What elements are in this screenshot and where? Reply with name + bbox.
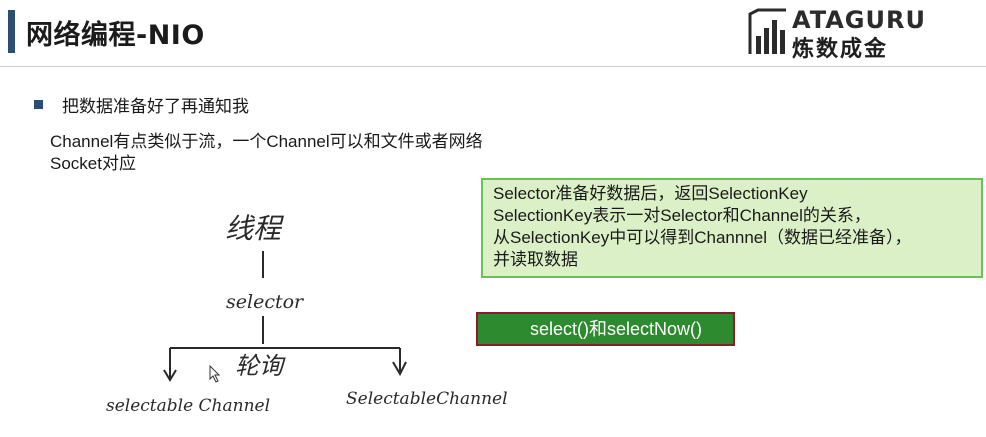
- select-methods-box[interactable]: select()和selectNow(): [476, 312, 735, 346]
- mouse-cursor-icon: [209, 365, 221, 383]
- bullet-heading: 把数据准备好了再通知我: [62, 97, 249, 116]
- diagram-right-channel-label: SelectableChannel: [346, 389, 508, 409]
- diagram-selector-label: selector: [226, 291, 305, 313]
- slide-header: 网络编程-NIO ATAGURU 炼数成金: [0, 0, 986, 68]
- header-divider: [0, 66, 986, 67]
- paragraph-line: Socket对应: [50, 154, 136, 173]
- left-arrow-head-icon: [163, 369, 177, 382]
- callout-line: 并读取数据: [493, 250, 578, 269]
- diagram-thread-label: 线程: [225, 212, 284, 245]
- ataguru-logo: ATAGURU 炼数成金: [748, 2, 938, 62]
- bullet-square-icon: [34, 100, 43, 109]
- callout-line: SelectionKey表示一对Selector和Channel的关系，: [493, 206, 871, 225]
- paragraph-line: Channel有点类似于流，一个Channel可以和文件或者网络: [50, 132, 483, 151]
- diagram-left-channel-label: selectable Channel: [106, 396, 270, 416]
- callout-line: Selector准备好数据后，返回SelectionKey: [493, 184, 808, 203]
- diagram-poll-label: 轮询: [235, 352, 286, 380]
- logo-bars-icon: [748, 8, 786, 54]
- callout-line: 从SelectionKey中可以得到Channnel（数据已经准备），: [493, 228, 912, 247]
- channel-description: Channel有点类似于流，一个Channel可以和文件或者网络 Socket对…: [50, 131, 570, 175]
- right-arrow-head-icon: [392, 361, 407, 377]
- title-accent-bar: [8, 10, 15, 53]
- selector-callout: Selector准备好数据后，返回SelectionKey SelectionK…: [481, 178, 983, 278]
- page-title: 网络编程-NIO: [26, 20, 205, 51]
- logo-text-en: ATAGURU: [792, 6, 926, 34]
- selector-sketch-diagram: 线程 selector 轮询 selectable Channel Select…: [106, 212, 508, 416]
- logo-text-cn: 炼数成金: [792, 37, 889, 62]
